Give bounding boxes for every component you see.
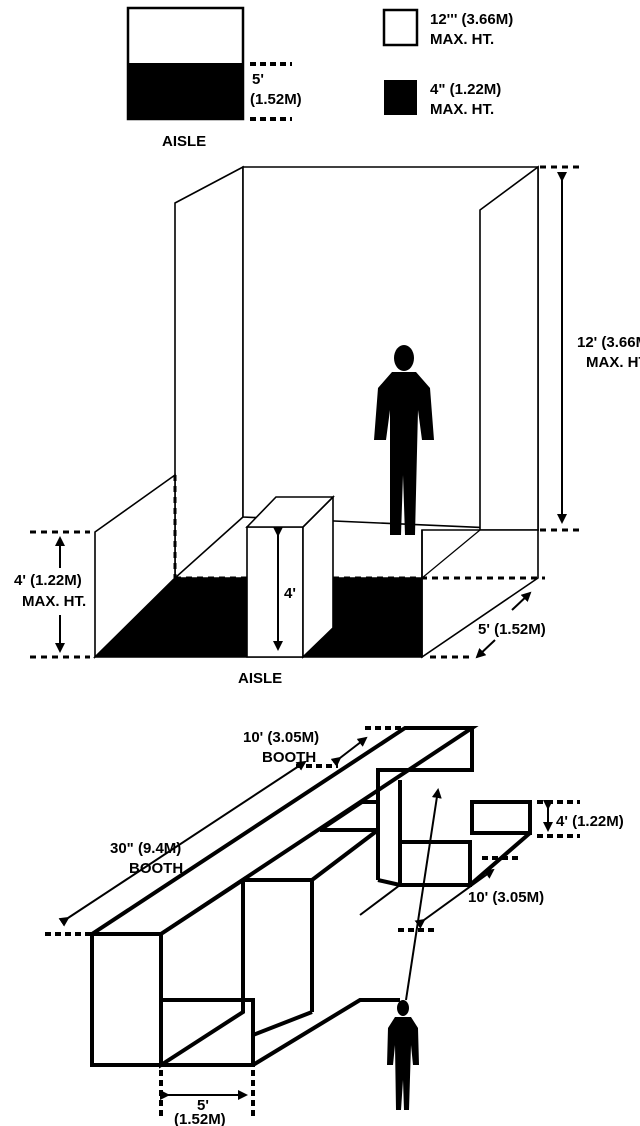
legend: 5' (1.52M) AISLE 12''' (3.66M) MAX. HT. … <box>126 6 513 150</box>
island-aisle-depth-1: 5' <box>197 1097 209 1114</box>
island-arrow-entry <box>405 788 442 1001</box>
booth-box-height: 4' <box>284 585 296 602</box>
legend-white-swatch <box>382 8 419 47</box>
booth-right-back-wall <box>479 165 539 531</box>
booth-box-top <box>245 496 335 528</box>
island-arrow-inner-depth <box>414 868 495 929</box>
island-arrow-length <box>58 760 307 927</box>
legend-black-label-2: MAX. HT. <box>430 101 494 118</box>
island-booth <box>85 726 532 1069</box>
booth-aisle-depth: 5' (1.52M) <box>478 621 546 638</box>
booth-arrow-aisle-down <box>475 639 496 659</box>
island-arrow-booth-width <box>330 736 368 767</box>
island-booth-width-2: BOOTH <box>262 749 316 766</box>
legend-black-swatch <box>384 80 417 115</box>
booth-back-height-1: 12' (3.66M) <box>577 334 640 351</box>
island-length-1: 30" (9.4M) <box>110 840 181 857</box>
island-person-icon <box>387 1000 419 1110</box>
island-side-protrusion <box>470 800 532 835</box>
island-left-block-front <box>90 932 163 1067</box>
booth-arrow-aisle-up <box>511 591 532 611</box>
booth-perspective <box>30 165 582 659</box>
island-aisle-depth-2: (1.52M) <box>174 1111 226 1126</box>
legend-aisle-band <box>128 63 243 119</box>
island-side-height: 4' (1.22M) <box>556 813 624 830</box>
island-booth-width-1: 10' (3.05M) <box>243 729 319 746</box>
island-length-2: BOOTH <box>129 860 183 877</box>
booth-aisle-label: AISLE <box>238 670 282 687</box>
legend-aisle-depth-2: (1.52M) <box>250 91 302 108</box>
legend-black-label-1: 4" (1.22M) <box>430 81 501 98</box>
booth-front-height-1: 4' (1.22M) <box>14 572 82 589</box>
island-right-cube <box>398 840 472 887</box>
island-inner-depth: 10' (3.05M) <box>468 889 544 906</box>
booth-back-height-2: MAX. HT. <box>586 354 640 371</box>
legend-white-label-2: MAX. HT. <box>430 31 494 48</box>
booth-left-back-wall <box>174 165 244 580</box>
legend-aisle-depth-1: 5' <box>252 71 264 88</box>
booth-front-height-2: MAX. HT. <box>22 593 86 610</box>
booth-person-icon <box>374 345 434 535</box>
island-annotations <box>45 726 580 1120</box>
legend-aisle-label: AISLE <box>162 133 206 150</box>
legend-white-label-1: 12''' (3.66M) <box>430 11 513 28</box>
